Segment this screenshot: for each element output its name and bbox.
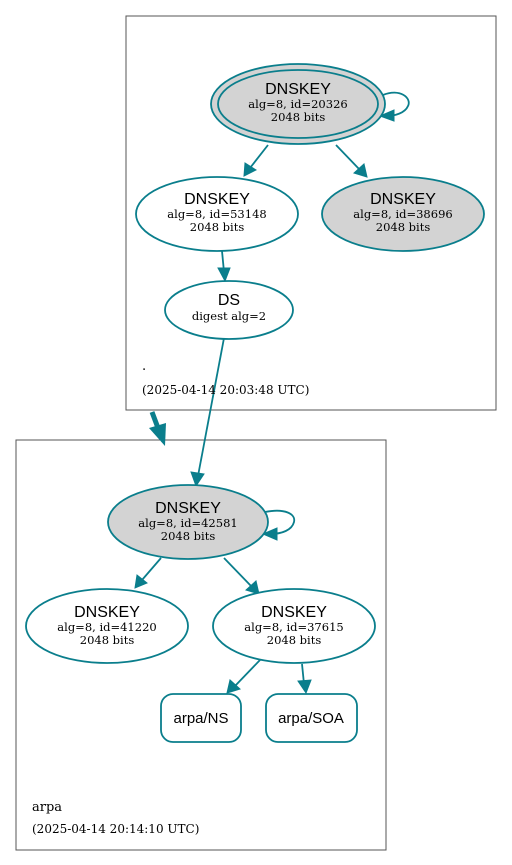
delegation-edge [149, 411, 166, 446]
arpa-ksk-title: DNSKEY [155, 500, 221, 517]
arpa-ksk-self-edge [261, 509, 296, 541]
root-zone-name: . [142, 359, 146, 374]
arpa-ns-rect [160, 693, 242, 743]
root-zsk1-bits: 2048 bits [190, 220, 245, 234]
root-zsk1-node[interactable]: DNSKEY alg=8, id=53148 2048 bits [135, 176, 299, 252]
root-ksk-self-edge [378, 91, 410, 122]
root-ds-ellipse [164, 280, 294, 340]
arpa-zsk2-node[interactable]: DNSKEY alg=8, id=37615 2048 bits [212, 588, 376, 664]
arpa-zone-timestamp: (2025-04-14 20:14:10 UTC) [32, 822, 199, 836]
arpa-zsk2-title: DNSKEY [261, 604, 327, 621]
root-ksk-node[interactable]: DNSKEY alg=8, id=20326 2048 bits [210, 63, 386, 145]
edge-root-ksk-to-zsk1 [243, 144, 269, 177]
arpa-zone-name: arpa [32, 800, 62, 815]
arpa-zsk2-alg-id: alg=8, id=37615 [244, 620, 343, 634]
arpa-ksk-bits: 2048 bits [161, 529, 216, 543]
edge-ds-to-arpa-ksk [190, 337, 225, 488]
arpa-ksk-node[interactable]: DNSKEY alg=8, id=42581 2048 bits [107, 484, 269, 560]
arpa-ksk-alg-id: alg=8, id=42581 [138, 516, 237, 530]
root-zsk1-title: DNSKEY [184, 191, 250, 208]
arpa-zsk1-ellipse [25, 588, 189, 664]
arpa-soa-node[interactable]: arpa/SOA [265, 693, 358, 743]
arpa-ksk-ellipse [107, 484, 269, 560]
root-zsk1-ellipse [135, 176, 299, 252]
edge-root-ksk-to-zsk2 [335, 144, 368, 178]
edge-zsk2-to-ns [226, 659, 261, 694]
root-ds-digest: digest alg=2 [192, 309, 266, 323]
root-ds-node[interactable]: DS digest alg=2 [164, 280, 294, 340]
root-ksk-alg-id: alg=8, id=20326 [248, 97, 347, 111]
arpa-ns-node[interactable]: arpa/NS [160, 693, 242, 743]
arpa-zsk1-alg-id: alg=8, id=41220 [57, 620, 156, 634]
arpa-zsk1-title: DNSKEY [74, 604, 140, 621]
arpa-ns-label: arpa/NS [173, 710, 228, 727]
root-ksk-bits: 2048 bits [271, 110, 326, 124]
root-zsk2-bits: 2048 bits [376, 220, 431, 234]
arpa-zsk2-ellipse [212, 588, 376, 664]
root-zsk2-alg-id: alg=8, id=38696 [353, 207, 452, 221]
edge-zsk2-to-soa [297, 663, 312, 695]
arpa-zsk2-bits: 2048 bits [267, 633, 322, 647]
root-ds-title: DS [218, 292, 240, 309]
edge-arpa-ksk-to-zsk2 [223, 557, 260, 595]
edge-arpa-ksk-to-zsk1 [134, 557, 162, 589]
root-ksk-title: DNSKEY [265, 81, 331, 98]
arpa-soa-rect [265, 693, 358, 743]
arpa-zsk1-node[interactable]: DNSKEY alg=8, id=41220 2048 bits [25, 588, 189, 664]
root-zsk2-title: DNSKEY [370, 191, 436, 208]
root-ksk-ellipse [217, 69, 379, 139]
root-zone-timestamp: (2025-04-14 20:03:48 UTC) [142, 383, 309, 397]
root-zsk1-alg-id: alg=8, id=53148 [167, 207, 266, 221]
arpa-soa-label: arpa/SOA [278, 710, 344, 727]
edge-zsk1-to-ds [217, 250, 231, 283]
root-zsk2-node[interactable]: DNSKEY alg=8, id=38696 2048 bits [321, 176, 485, 252]
root-zsk2-ellipse [321, 176, 485, 252]
arpa-zsk1-bits: 2048 bits [80, 633, 135, 647]
